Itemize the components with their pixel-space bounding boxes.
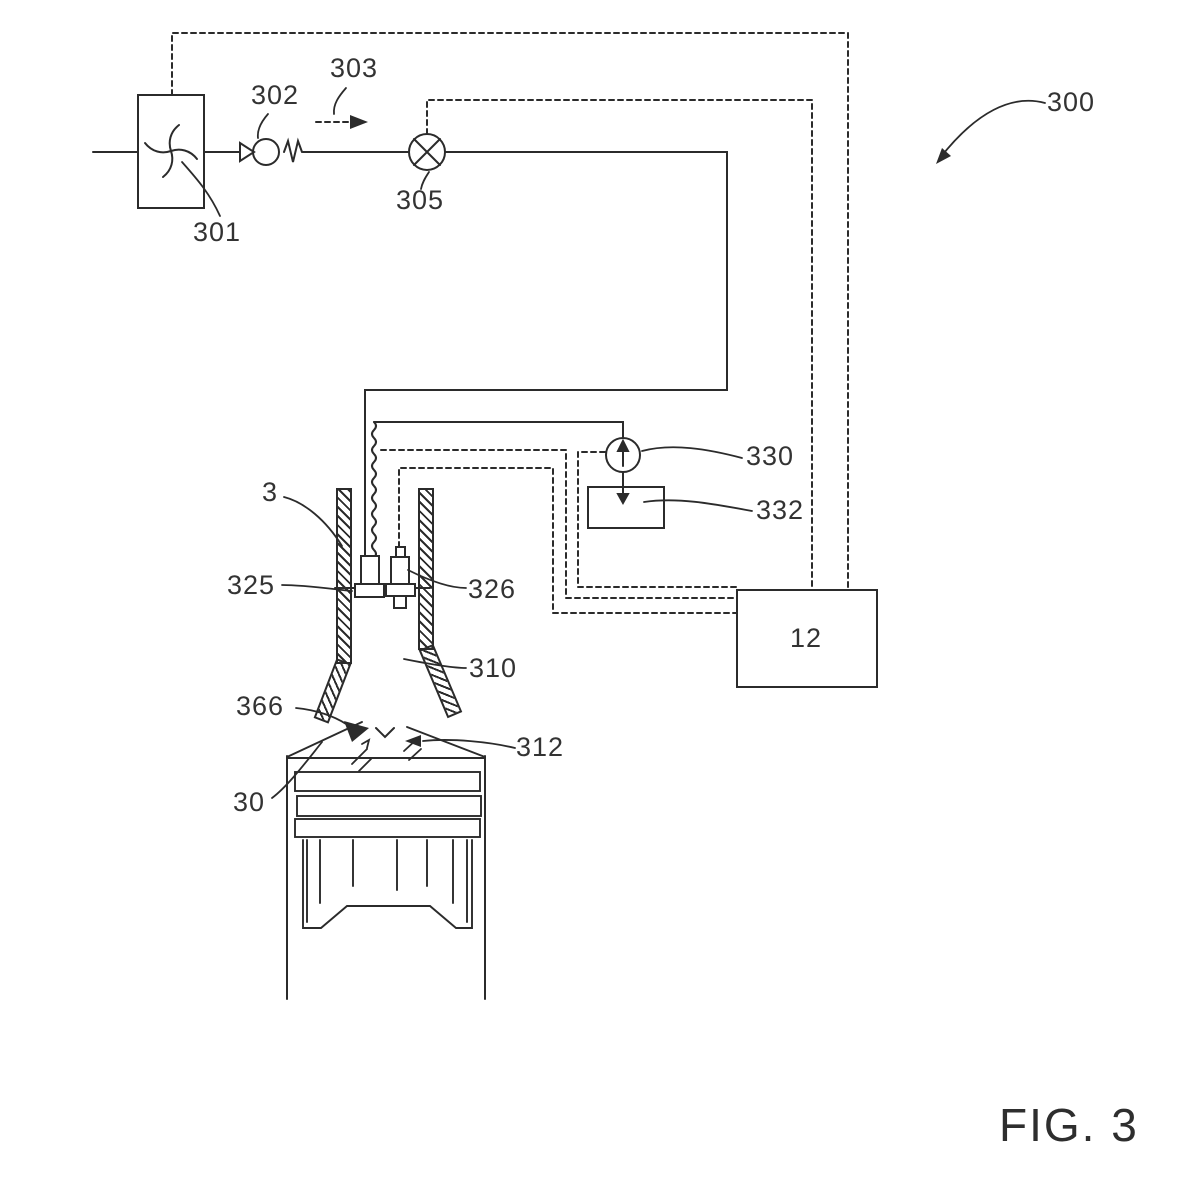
piston-underside [302, 839, 473, 929]
leader-30 [271, 741, 323, 799]
skirt-slots [306, 839, 468, 923]
injector-right [385, 546, 416, 609]
fan-icon [144, 124, 198, 178]
leader-301 [181, 161, 221, 217]
leader-326 [407, 569, 467, 589]
leader-312 [422, 739, 516, 749]
label-301: 301 [193, 217, 242, 247]
label-330: 330 [746, 441, 795, 471]
figure-caption: FIG. 3 [999, 1099, 1139, 1151]
cylinder-walls [286, 755, 486, 1000]
shutoff-valve-icon [408, 133, 446, 171]
label-305: 305 [396, 185, 445, 215]
label-310: 310 [469, 653, 518, 683]
leader-3 [283, 496, 343, 547]
crown-slope-left [286, 721, 363, 758]
label-366: 366 [236, 691, 285, 721]
injector-assembly [334, 546, 431, 609]
leader-325 [281, 584, 353, 592]
label-326: 326 [468, 574, 517, 604]
spray-plume [344, 721, 369, 742]
piston-ring [294, 818, 481, 838]
module-box [587, 486, 665, 529]
spray-notch [375, 727, 395, 739]
flow-arrow-head [350, 115, 368, 129]
label-12: 12 [790, 623, 823, 653]
leader-300-arrowhead [936, 148, 951, 164]
coiled-supply-line [371, 421, 377, 559]
injector-left [354, 555, 385, 598]
label-3: 3 [262, 477, 279, 507]
controller-box [736, 589, 878, 688]
label-332: 332 [756, 495, 805, 525]
label-300: 300 [1047, 87, 1096, 117]
leader-lines [181, 87, 1046, 799]
leader-310 [403, 658, 467, 669]
pump-box [137, 94, 205, 209]
leader-366 [295, 707, 347, 725]
label-325: 325 [227, 570, 276, 600]
leader-305 [420, 171, 430, 190]
crown-slope-right [406, 726, 486, 758]
label-312: 312 [516, 732, 565, 762]
label-30: 30 [233, 787, 266, 817]
control-lines [171, 32, 849, 614]
label-303: 303 [330, 53, 379, 83]
leader-300 [939, 99, 1046, 159]
piston-ring [296, 795, 482, 817]
leader-330 [641, 446, 743, 459]
label-302: 302 [251, 80, 300, 110]
sensor-icon [605, 437, 641, 506]
piston-ring [294, 771, 481, 792]
leader-302 [256, 113, 269, 139]
leader-303 [333, 87, 347, 115]
piston [286, 721, 486, 929]
spring-icon [283, 137, 303, 163]
check-valve-icon [239, 137, 303, 166]
fuel-line-main [92, 151, 728, 559]
leader-332 [643, 499, 753, 512]
leader-312-arrowhead [405, 735, 421, 747]
